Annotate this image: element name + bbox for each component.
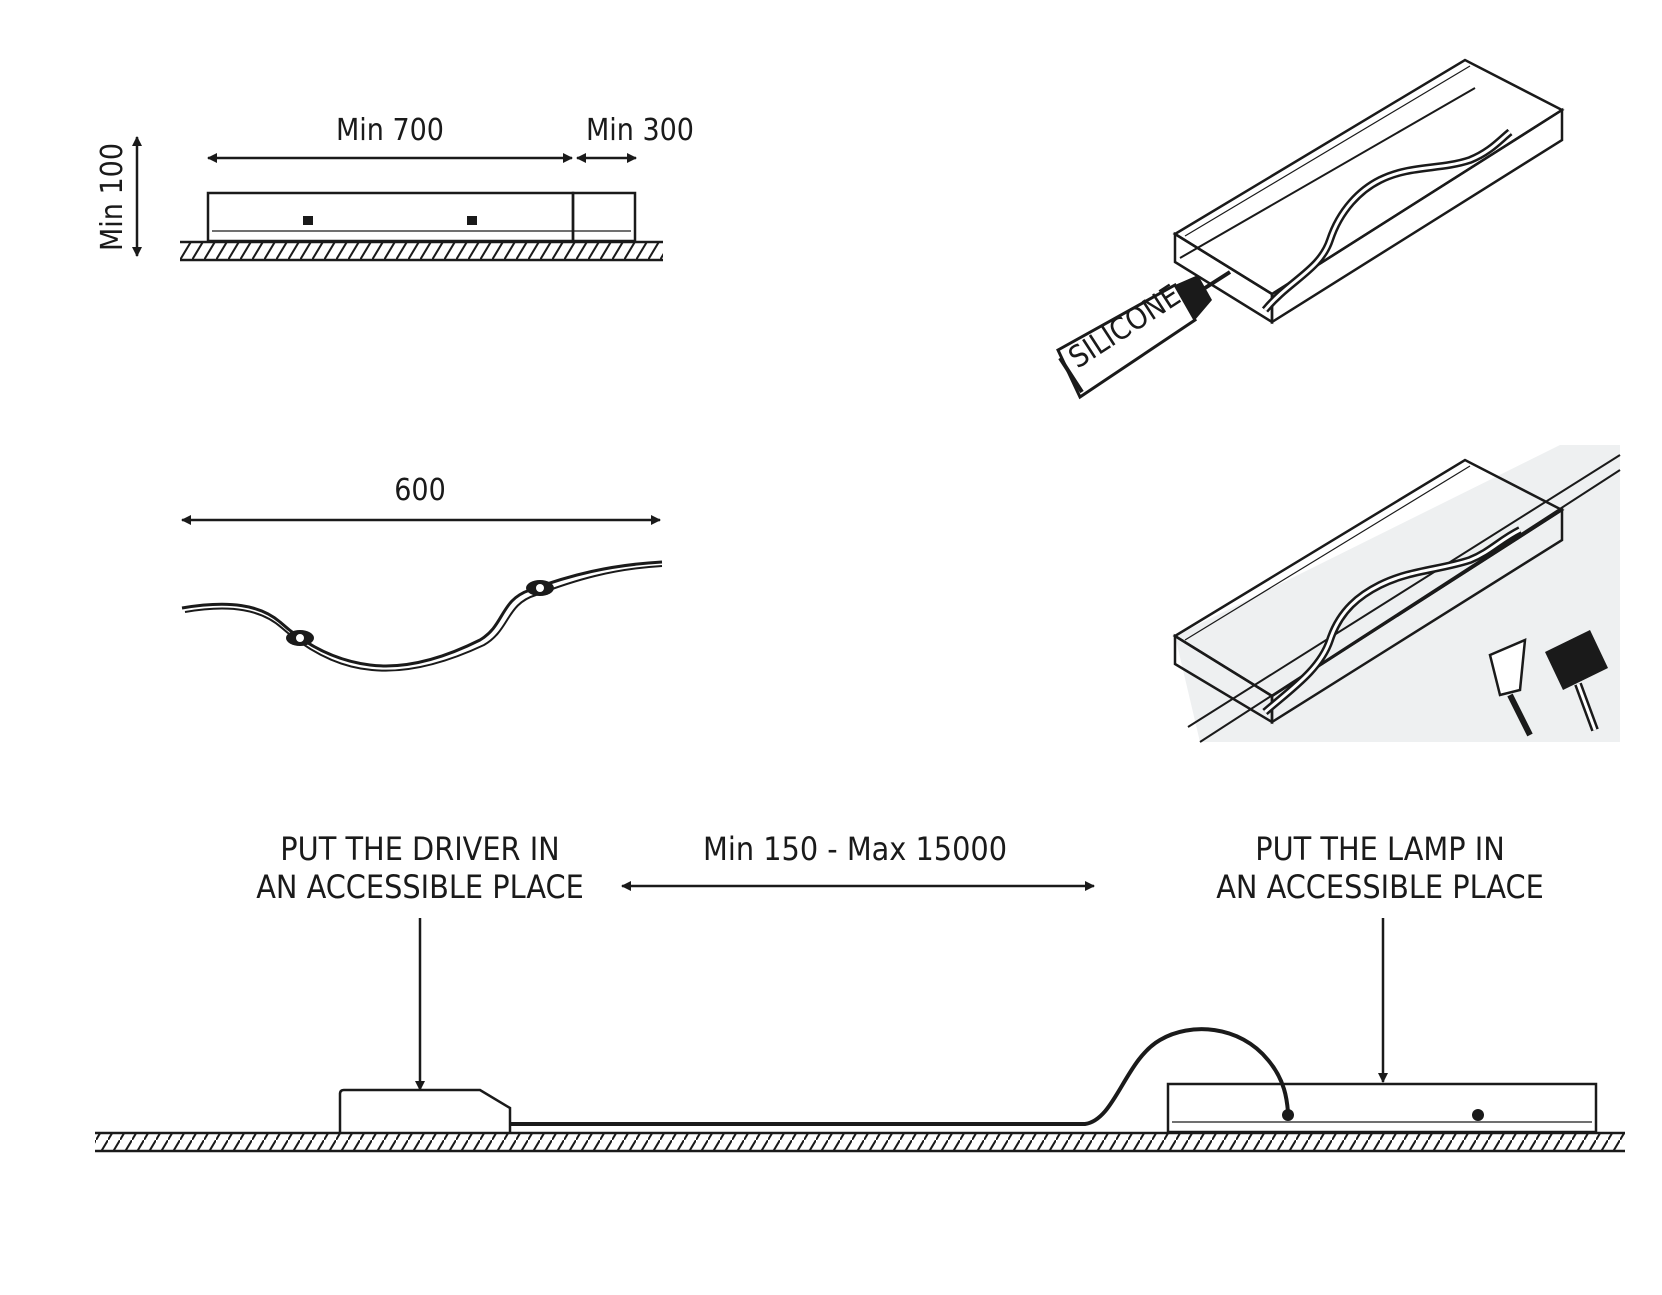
- flex-strip: [181, 560, 663, 668]
- profile-end-cap: [571, 191, 637, 243]
- hatched-surface-icon: [95, 1133, 1625, 1151]
- hatched-surface-icon: [180, 242, 663, 260]
- side-view-panel: Min 100 Min 700 Min 300: [95, 113, 694, 262]
- profile-body: [206, 191, 575, 243]
- silicone-panel: SILICONE: [1056, 58, 1565, 400]
- flex-strip-panel: 600: [181, 473, 663, 672]
- driver-unit: [338, 1088, 512, 1132]
- screw-icon: [303, 216, 313, 225]
- dim-height-label: Min 100: [95, 143, 130, 251]
- wall-surface: [1175, 445, 1620, 742]
- spatula-icon: [1488, 638, 1533, 737]
- run-length-label: Min 150 - Max 15000: [703, 830, 1007, 868]
- dim-length-label: Min 700: [336, 113, 444, 148]
- driver-label-line1: PUT THE DRIVER IN: [280, 830, 559, 868]
- hammer-icon: [1545, 630, 1608, 732]
- press-panel: [1172, 445, 1621, 743]
- connection-cable: [510, 1027, 1290, 1126]
- driver-label-line2: AN ACCESSIBLE PLACE: [256, 868, 584, 906]
- lamp-profile: [1166, 1082, 1598, 1134]
- installation-run-panel: PUT THE DRIVER IN AN ACCESSIBLE PLACE Mi…: [95, 830, 1625, 1153]
- screw-icon: [467, 216, 477, 225]
- dim-span-label: 600: [394, 473, 446, 508]
- dim-end-label: Min 300: [586, 113, 694, 148]
- lamp-label-line2: AN ACCESSIBLE PLACE: [1216, 868, 1544, 906]
- lamp-label-line1: PUT THE LAMP IN: [1255, 830, 1505, 868]
- silicone-tube-icon: [1056, 270, 1232, 400]
